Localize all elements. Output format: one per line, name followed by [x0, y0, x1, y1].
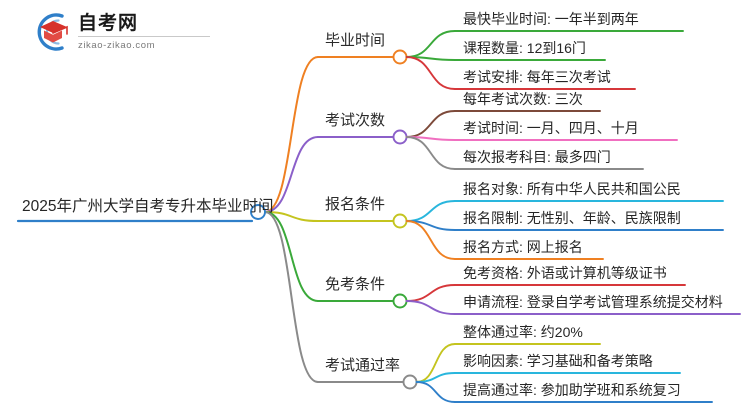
leaf-edge-4-0	[415, 343, 456, 383]
leaf-label-0-1[interactable]: 课程数量: 12到16门	[463, 40, 586, 56]
leaf-label-2-0[interactable]: 报名对象: 所有中华人民共和国公民	[463, 181, 681, 197]
leaf-label-4-1[interactable]: 影响因素: 学习基础和备考策略	[463, 353, 653, 369]
leaf-edge-2-1	[405, 220, 456, 231]
leaf-label-3-0[interactable]: 免考资格: 外语或计算机等级证书	[463, 265, 667, 281]
branch-label-0[interactable]: 毕业时间	[325, 32, 386, 49]
branch-node-4[interactable]	[402, 374, 418, 390]
branch-node-3[interactable]	[392, 293, 408, 309]
branch-label-2[interactable]: 报名条件	[325, 196, 386, 213]
branch-label-4[interactable]: 考试通过率	[325, 357, 401, 374]
leaf-edge-1-0	[405, 110, 456, 138]
leaf-label-3-1[interactable]: 申请流程: 登录自学考试管理系统提交材料	[463, 294, 723, 310]
leaf-label-4-2[interactable]: 提高通过率: 参加助学班和系统复习	[463, 382, 681, 398]
leaf-edge-2-2	[405, 220, 456, 260]
branch-node-0[interactable]	[392, 49, 408, 65]
logo-url: zikao-zikao.com	[78, 40, 156, 51]
leaf-edge-4-2	[415, 381, 456, 403]
leaf-label-2-1[interactable]: 报名限制: 无性别、年龄、民族限制	[463, 210, 681, 226]
graduation-cap-icon	[37, 13, 68, 51]
leaf-edge-4-1	[415, 372, 456, 383]
leaf-edge-1-2	[405, 136, 456, 170]
branch-node-2[interactable]	[392, 213, 408, 229]
leaf-label-1-0[interactable]: 每年考试次数: 三次	[463, 91, 583, 107]
leaf-edge-2-0	[405, 200, 456, 222]
leaf-label-0-0[interactable]: 最快毕业时间: 一年半到两年	[463, 11, 639, 27]
leaf-edge-3-0	[405, 284, 456, 302]
leaf-edge-0-1	[405, 56, 456, 61]
branch-edge-0	[264, 56, 319, 213]
branch-node-1[interactable]	[392, 129, 408, 145]
branch-label-3[interactable]: 免考条件	[325, 276, 386, 293]
leaf-label-1-2[interactable]: 每次报考科目: 最多四门	[463, 149, 611, 165]
root-label[interactable]: 2025年广州大学自考专升本毕业时间	[22, 198, 274, 215]
site-logo: 自考网 zikao-zikao.com	[28, 8, 228, 56]
leaf-label-4-0[interactable]: 整体通过率: 约20%	[463, 324, 583, 340]
leaf-edge-3-1	[405, 300, 456, 315]
leaf-edge-0-2	[405, 56, 456, 90]
leaf-label-0-2[interactable]: 考试安排: 每年三次考试	[463, 69, 611, 85]
leaf-label-1-1[interactable]: 考试时间: 一月、四月、十月	[463, 120, 639, 136]
leaf-edge-0-0	[405, 30, 456, 58]
leaf-edge-1-1	[405, 136, 456, 141]
branch-edge-3	[264, 211, 319, 302]
branch-edge-4	[264, 211, 319, 383]
leaf-label-2-2[interactable]: 报名方式: 网上报名	[463, 239, 583, 255]
branch-label-1[interactable]: 考试次数	[325, 112, 386, 129]
logo-divider	[78, 36, 210, 37]
logo-name-cn: 自考网	[78, 12, 139, 34]
